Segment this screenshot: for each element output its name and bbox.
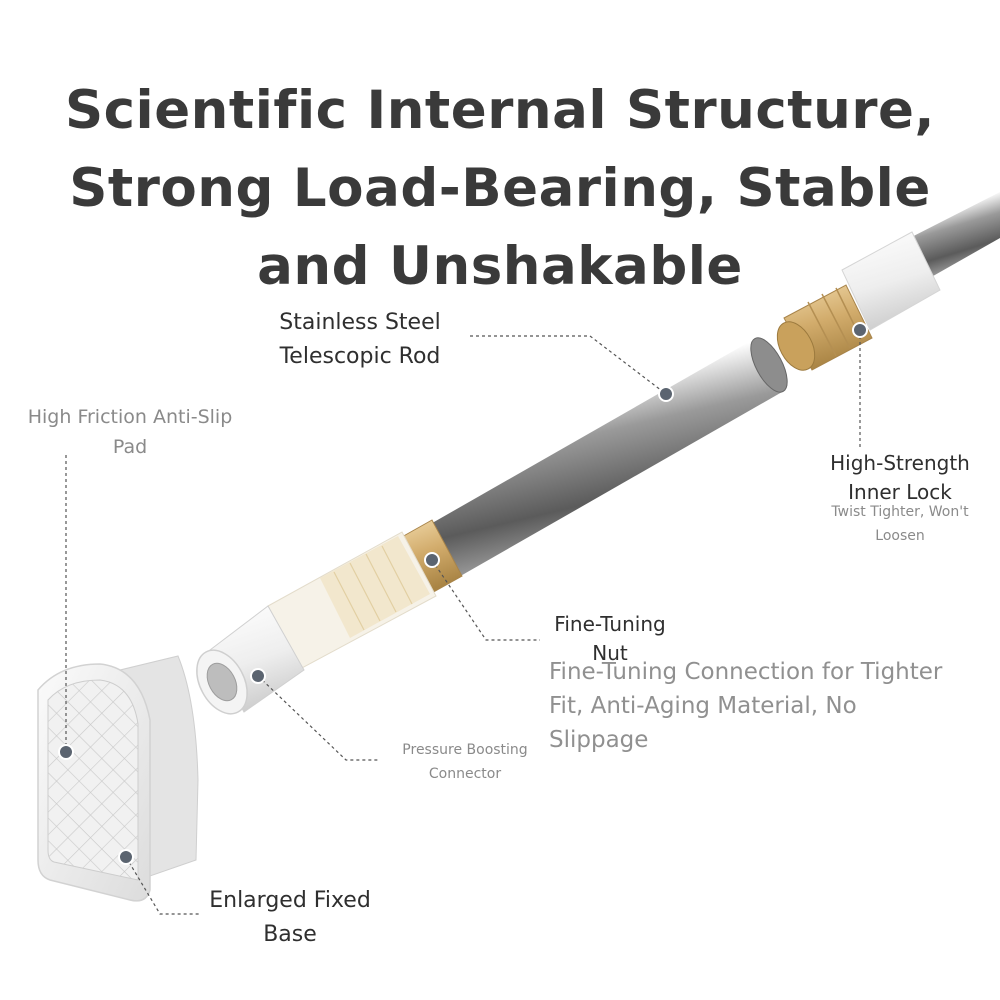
- label-nut-desc-line-2: Fit, Anti-Aging Material, No: [549, 693, 857, 719]
- label-nut-line-1: Fine-Tuning: [554, 612, 666, 636]
- label-lock-line-2: Inner Lock: [848, 480, 952, 504]
- label-steel-rod-line-1: Stainless Steel: [279, 310, 441, 335]
- label-nut-line-2: Nut: [592, 641, 628, 665]
- main-steel-rod: [420, 337, 788, 582]
- label-pressure-connector: Pressure Boosting Connector: [380, 738, 550, 786]
- label-base-line-1: Enlarged Fixed: [209, 888, 371, 913]
- translucent-sleeve: [267, 531, 437, 669]
- leader-lines: [65, 330, 861, 915]
- label-conn-line-1: Pressure Boosting: [402, 742, 528, 758]
- label-base-line-2: Base: [263, 922, 317, 947]
- title-line-2: Strong Load-Bearing, Stable: [69, 158, 931, 219]
- label-anti-slip-pad: High Friction Anti-Slip Pad: [5, 402, 255, 462]
- page-title: Scientific Internal Structure, Strong Lo…: [40, 72, 960, 306]
- callout-dot-lock: [852, 322, 868, 338]
- label-fine-tuning-nut: Fine-Tuning Nut: [525, 610, 695, 668]
- label-conn-line-2: Connector: [428, 766, 502, 782]
- pressure-connector: [196, 605, 305, 715]
- label-steel-rod: Stainless Steel Telescopic Rod: [245, 306, 475, 374]
- callout-dot-nut: [424, 552, 440, 568]
- label-inner-lock-subtext: Twist Tighter, Won't Loosen: [795, 500, 1000, 548]
- label-steel-rod-line-2: Telescopic Rod: [279, 344, 441, 369]
- fixed-base: [37, 655, 199, 902]
- callout-dot-base: [118, 849, 134, 865]
- label-lock-sub-line-1: Twist Tighter, Won't: [831, 504, 969, 520]
- callout-dots: [58, 322, 868, 865]
- title-line-3: and Unshakable: [257, 236, 743, 297]
- title-line-1: Scientific Internal Structure,: [64, 80, 936, 141]
- label-lock-line-1: High-Strength: [830, 451, 970, 475]
- callout-dot-pad: [58, 744, 74, 760]
- callout-dot-connector: [250, 668, 266, 684]
- label-inner-lock: High-Strength Inner Lock: [790, 449, 1000, 507]
- label-fixed-base: Enlarged Fixed Base: [190, 884, 390, 952]
- label-lock-sub-line-2: Loosen: [875, 528, 925, 544]
- label-pad-line-2: Pad: [112, 436, 148, 458]
- upper-white-collar: [841, 231, 941, 331]
- label-nut-desc-line-1: Fine-Tuning Connection for Tighter: [549, 659, 943, 685]
- callout-dot-rod: [658, 386, 674, 402]
- label-nut-desc-line-3: Slippage: [549, 727, 649, 753]
- label-pad-line-1: High Friction Anti-Slip: [27, 406, 233, 428]
- label-fine-tuning-description: Fine-Tuning Connection for Tighter Fit, …: [549, 655, 989, 757]
